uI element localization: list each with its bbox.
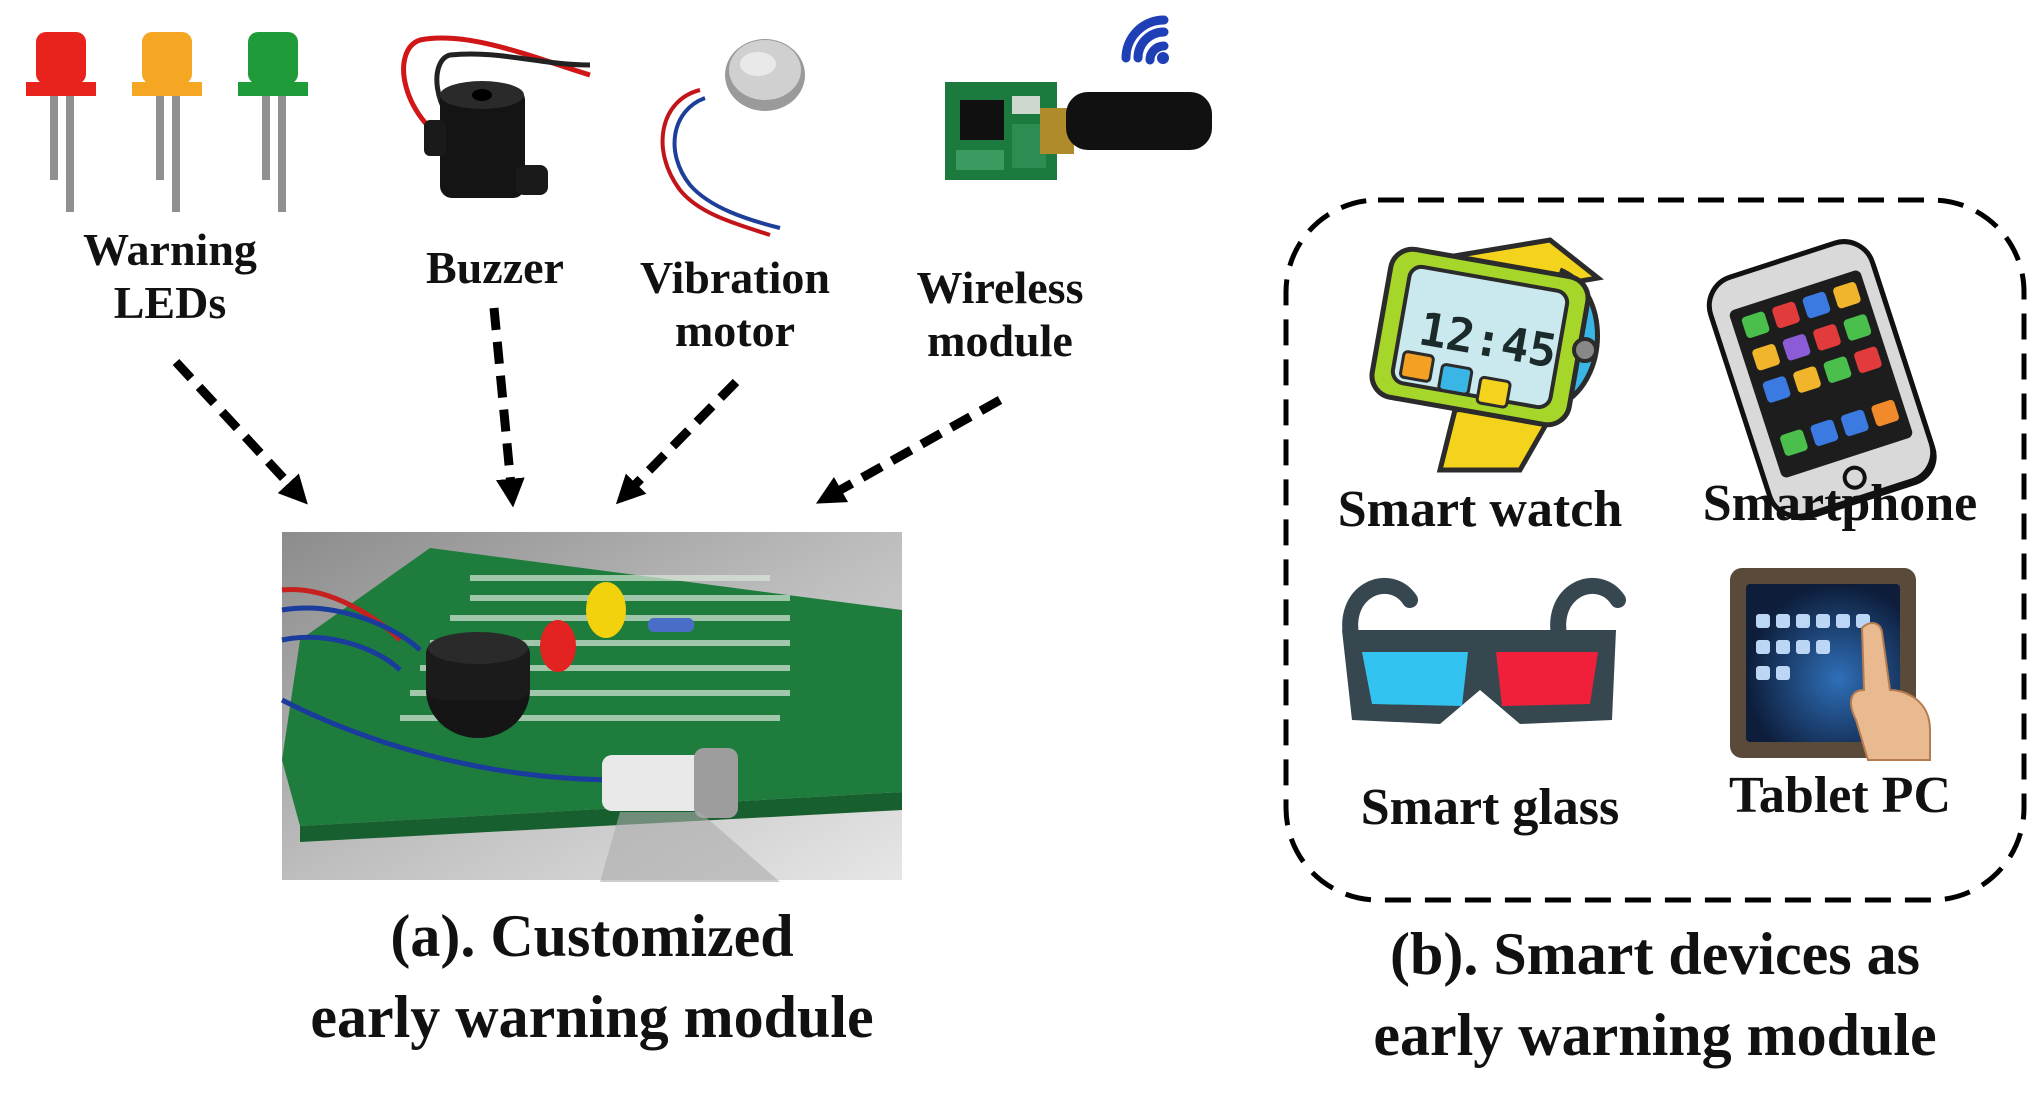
caption-smart-devices: (b). Smart devices as early warning modu… <box>1373 921 1937 1068</box>
label-buzzer: Buzzer <box>426 242 564 293</box>
label-tablet-pc: Tablet PC <box>1729 767 1951 824</box>
buzzer-illustration <box>401 35 591 198</box>
arrow-buzzer-to-board <box>489 307 525 508</box>
smart-watch-icon: 12:45 <box>1369 237 1604 473</box>
red-led-icon <box>26 32 96 212</box>
vibration-motor-illustration <box>660 39 805 237</box>
green-led-icon <box>238 32 308 212</box>
caption-customized-module: (a). Customized early warning module <box>310 903 874 1050</box>
smartphone-icon <box>1706 239 1937 521</box>
label-smart-watch: Smart watch <box>1337 481 1623 538</box>
smart-glass-icon <box>1342 577 1626 724</box>
arrow-wireless-to-board <box>815 396 1003 504</box>
label-vibration-motor: Vibration motor <box>640 252 830 356</box>
tablet-pc-icon <box>1730 568 1931 761</box>
wireless-module-illustration <box>945 15 1212 180</box>
arrow-vibration-to-board <box>615 378 740 505</box>
customized-board-photo <box>280 532 902 882</box>
arrows <box>172 307 1003 508</box>
amber-led-icon <box>132 32 202 212</box>
label-smart-glass: Smart glass <box>1360 779 1620 836</box>
label-smartphone: Smartphone <box>1702 475 1978 532</box>
label-wireless-module: Wireless module <box>916 262 1084 366</box>
wifi-signal-icon <box>1121 15 1169 65</box>
label-warning-leds: Warning LEDs <box>83 224 257 328</box>
warning-leds-illustration <box>26 32 308 212</box>
arrow-leds-to-board <box>172 358 308 505</box>
